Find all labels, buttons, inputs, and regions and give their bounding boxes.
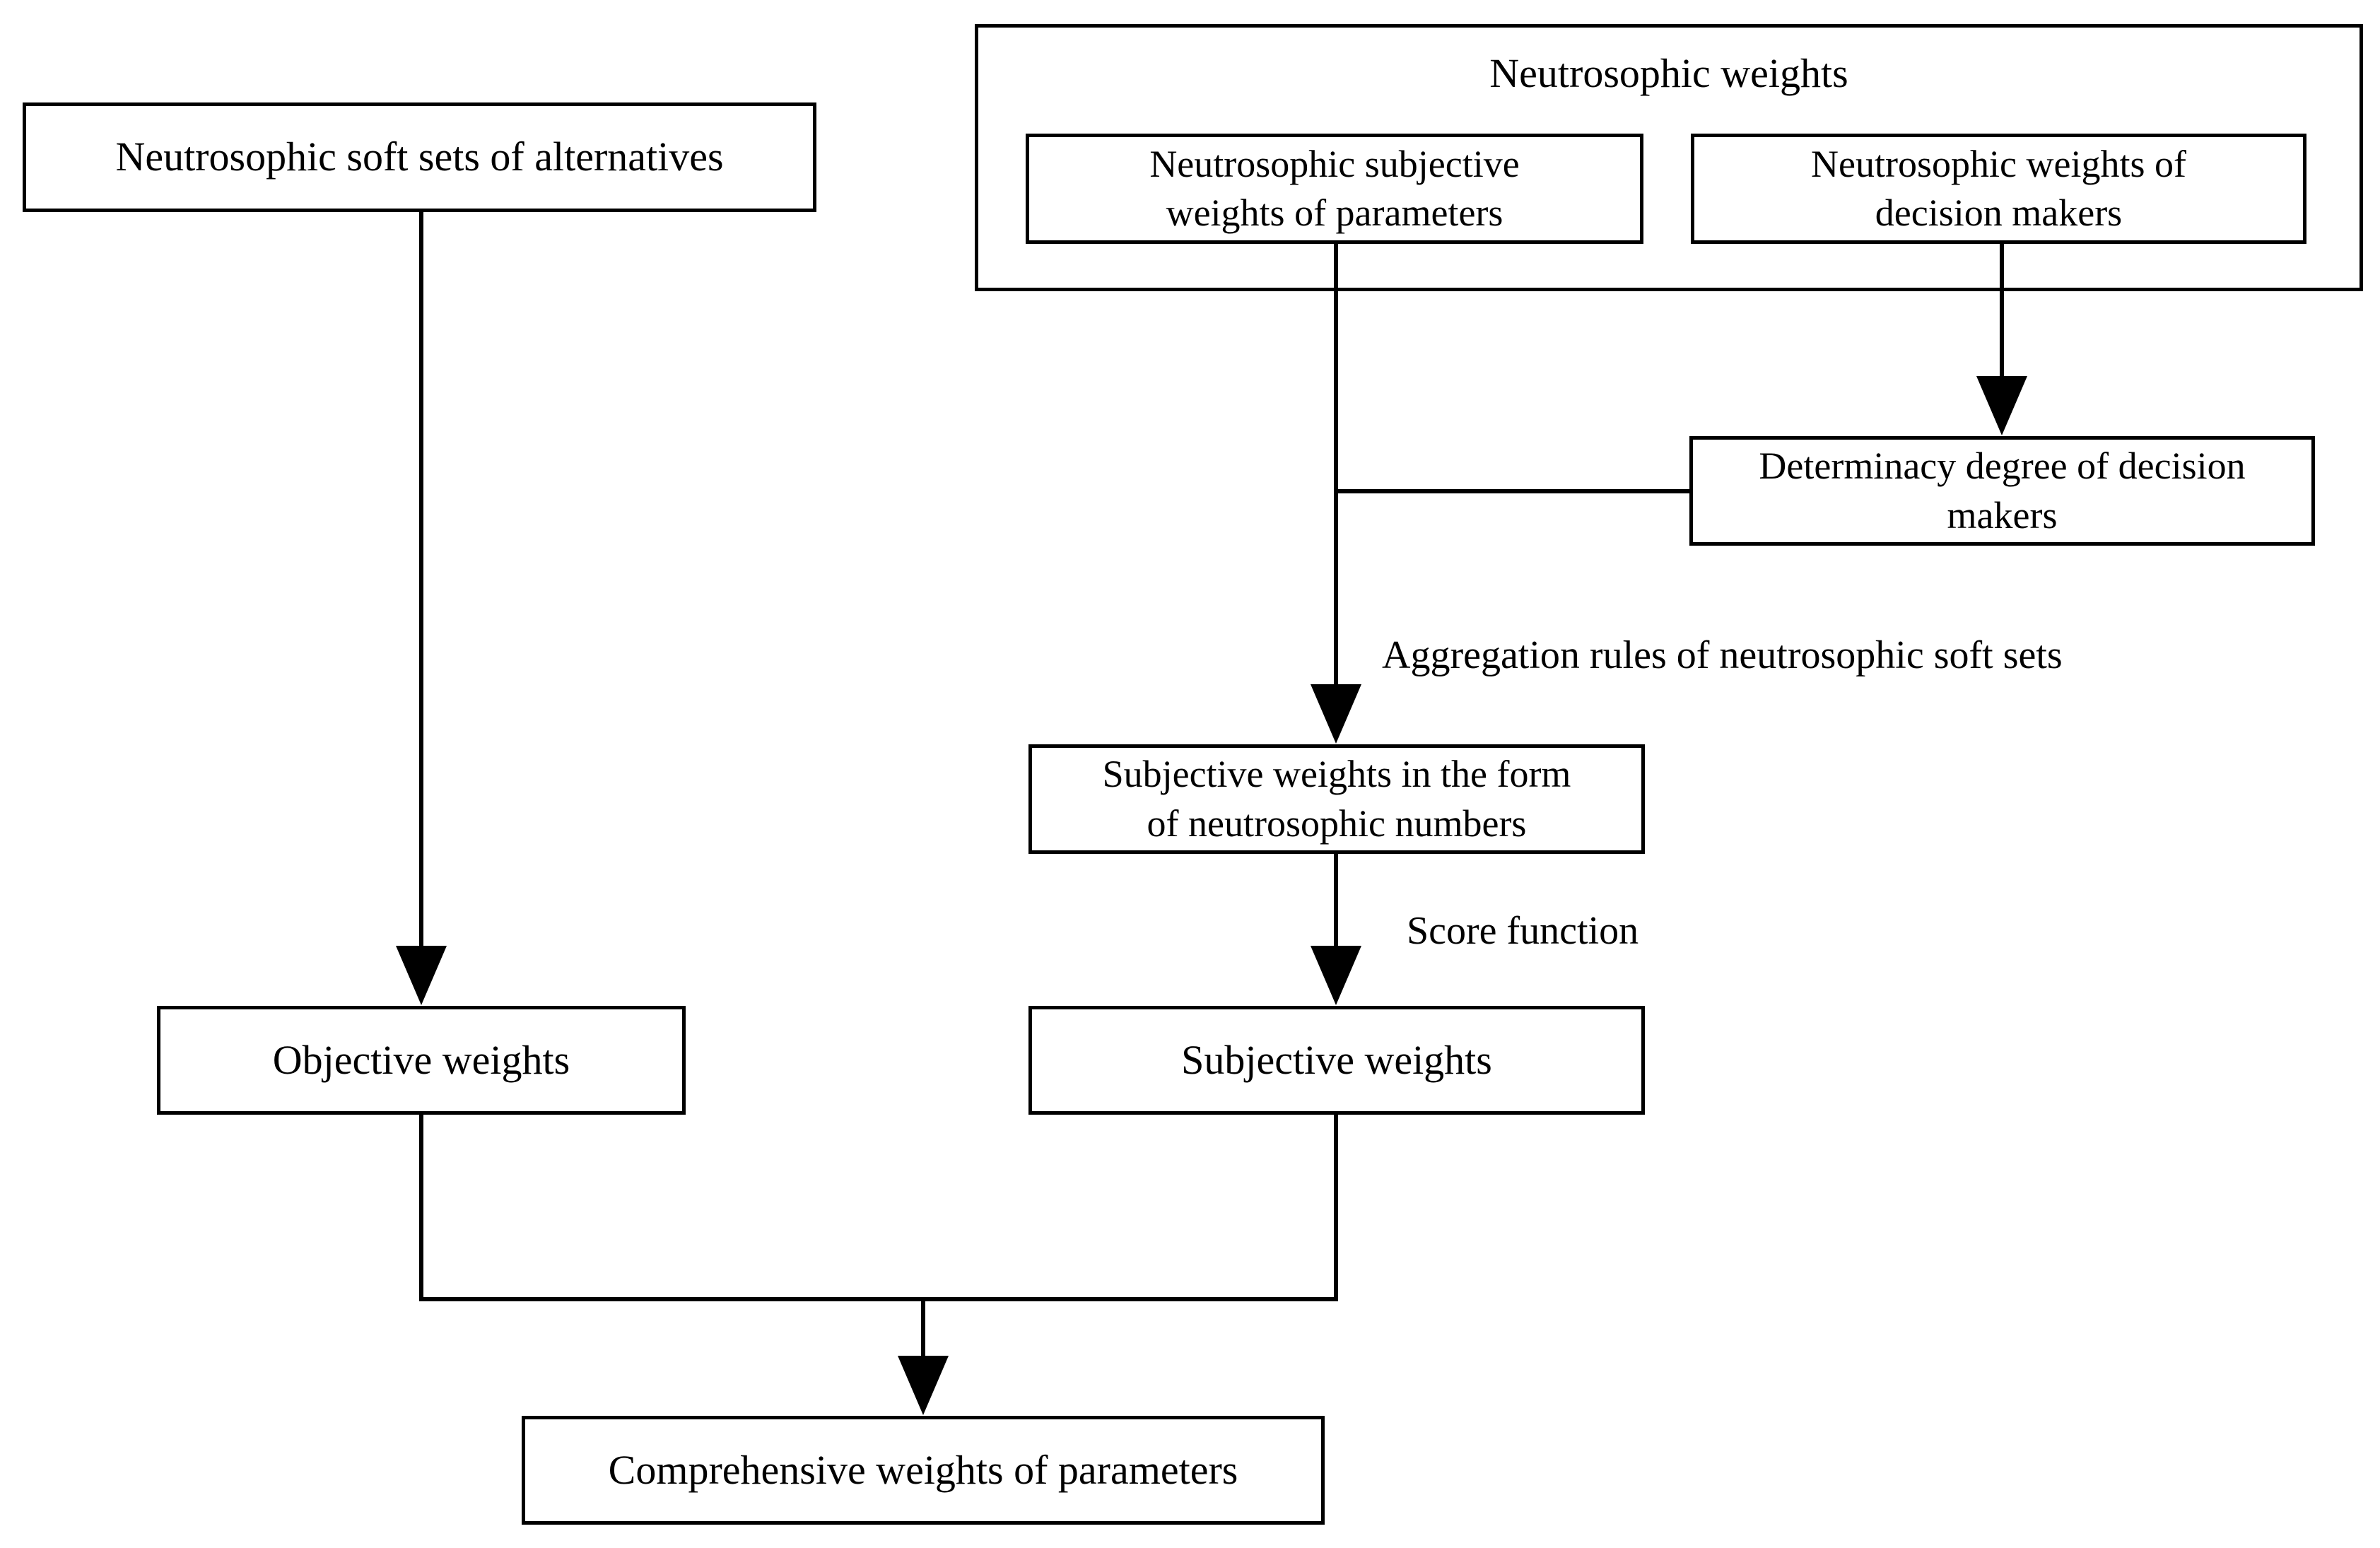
edge-label-score-function: Score function <box>1407 909 1639 953</box>
node-comprehensive-weights-of-parameters[interactable]: Comprehensive weights of parameters <box>522 1416 1325 1525</box>
node-objective-weights[interactable]: Objective weights <box>157 1006 686 1115</box>
arrowhead-icon <box>1976 376 2027 435</box>
node-neutrosophic-soft-sets-of-alternatives[interactable]: Neutrosophic soft sets of alternatives <box>23 102 816 212</box>
node-neutrosophic-subjective-weights-of-parameters[interactable]: Neutrosophic subjective weights of param… <box>1026 134 1643 244</box>
node-label: Comprehensive weights of parameters <box>608 1446 1238 1493</box>
node-label: Neutrosophic subjective weights of param… <box>1149 142 1520 234</box>
arrowhead-icon <box>1311 684 1361 744</box>
neutrosophic-weights-group <box>975 24 2363 291</box>
arrowhead-icon <box>1311 946 1361 1005</box>
neutrosophic-weights-group-title: Neutrosophic weights <box>1489 50 1848 96</box>
edge-label-aggregation-rules: Aggregation rules of neutrosophic soft s… <box>1382 633 2063 677</box>
node-label: Objective weights <box>272 1036 570 1083</box>
node-label: Neutrosophic weights of decision makers <box>1811 142 2186 234</box>
node-label: Neutrosophic soft sets of alternatives <box>115 134 724 180</box>
arrowhead-icon <box>396 946 447 1005</box>
node-subjective-weights-in-neutrosophic-numbers[interactable]: Subjective weights in the form of neutro… <box>1028 744 1645 854</box>
node-label: Subjective weights <box>1181 1036 1492 1083</box>
arrowhead-icon <box>898 1356 949 1415</box>
node-subjective-weights[interactable]: Subjective weights <box>1028 1006 1645 1115</box>
node-neutrosophic-weights-of-decision-makers[interactable]: Neutrosophic weights of decision makers <box>1691 134 2306 244</box>
node-label: Determinacy degree of decision makers <box>1759 445 2246 536</box>
node-label: Subjective weights in the form of neutro… <box>1102 753 1571 845</box>
node-determinacy-degree-of-decision-makers[interactable]: Determinacy degree of decision makers <box>1689 436 2315 546</box>
